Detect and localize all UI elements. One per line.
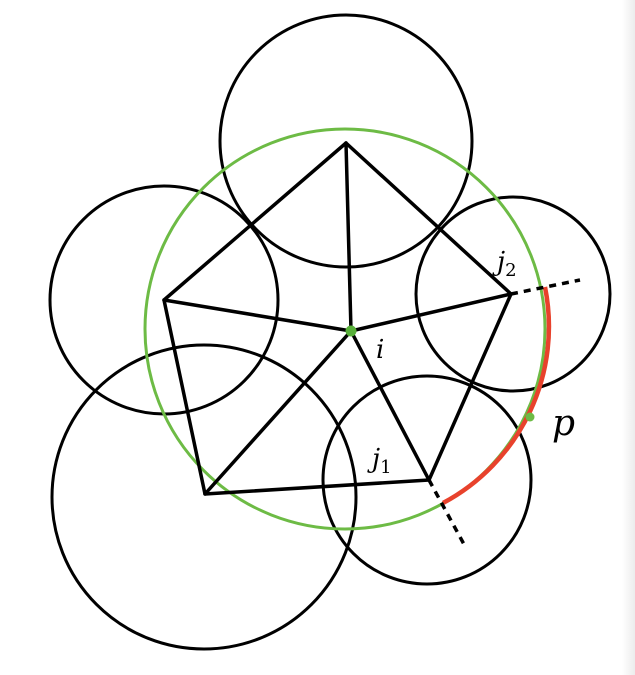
pentagon-outline: [162, 141, 513, 496]
neighbor-circle-bottom-left: [50, 343, 358, 651]
neighbor-circle-top: [218, 13, 474, 269]
spoke-to-j1: [349, 329, 431, 482]
highlighted-arc: [441, 286, 552, 505]
label-j2-subscript: 2: [505, 260, 516, 281]
neighbor-circle-j1: [321, 374, 533, 586]
label-j2: j2: [492, 247, 517, 281]
label-i: i: [376, 335, 384, 365]
label-j1: j1: [367, 444, 392, 478]
spoke-to-j2: [349, 292, 513, 333]
spoke-to-bottom-left: [203, 329, 353, 496]
label-p: p: [552, 403, 575, 444]
point-p-dot: [525, 412, 535, 422]
node-i-dot: [345, 325, 357, 337]
label-j1-letter: j: [367, 444, 380, 474]
range-circle: [143, 127, 547, 531]
page-edge-shadow: [622, 0, 635, 675]
dashed-extension-j2: [510, 278, 581, 296]
spoke-to-left: [162, 298, 353, 333]
spoke-to-top: [344, 141, 353, 333]
label-j1-subscript: 1: [380, 457, 391, 478]
neighbor-circle-j2: [414, 195, 612, 393]
label-j2-letter: j: [492, 247, 505, 277]
